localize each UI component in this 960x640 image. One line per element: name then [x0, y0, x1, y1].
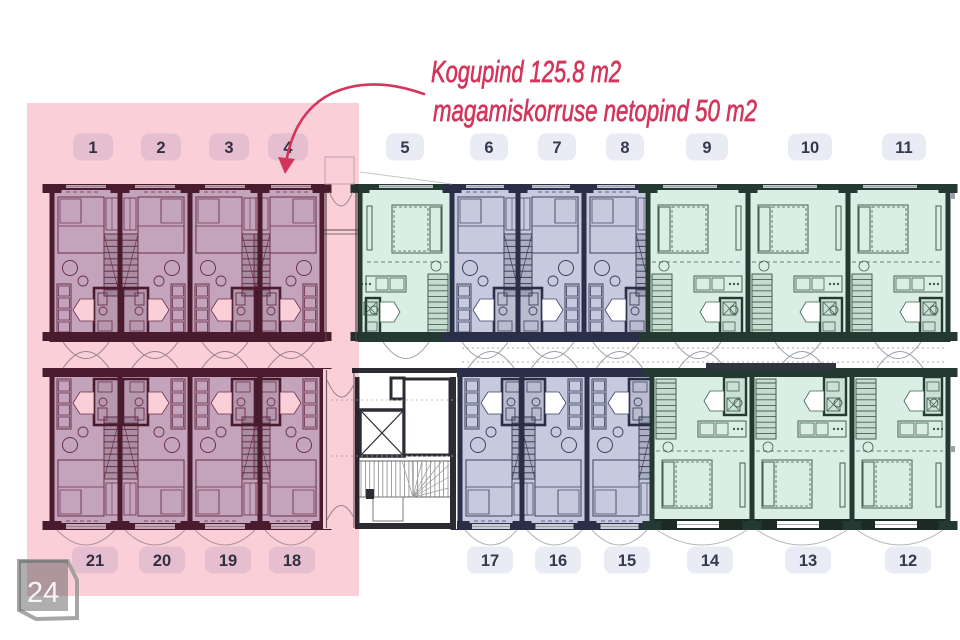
- svg-text:17: 17: [481, 552, 499, 570]
- svg-text:24: 24: [27, 577, 59, 609]
- svg-text:12: 12: [899, 552, 917, 570]
- svg-text:11: 11: [895, 139, 912, 157]
- svg-text:10: 10: [801, 139, 819, 157]
- svg-text:7: 7: [552, 139, 561, 157]
- svg-text:13: 13: [799, 552, 817, 570]
- svg-text:magamiskorruse netopind 50 m2: magamiskorruse netopind 50 m2: [433, 93, 757, 128]
- svg-text:6: 6: [484, 139, 493, 157]
- svg-text:14: 14: [701, 552, 720, 570]
- svg-text:15: 15: [618, 552, 636, 570]
- svg-text:9: 9: [702, 139, 711, 157]
- svg-text:8: 8: [620, 139, 629, 157]
- svg-text:16: 16: [549, 552, 567, 570]
- svg-text:Kogupind 125.8 m2: Kogupind 125.8 m2: [431, 54, 621, 89]
- svg-text:5: 5: [400, 139, 409, 157]
